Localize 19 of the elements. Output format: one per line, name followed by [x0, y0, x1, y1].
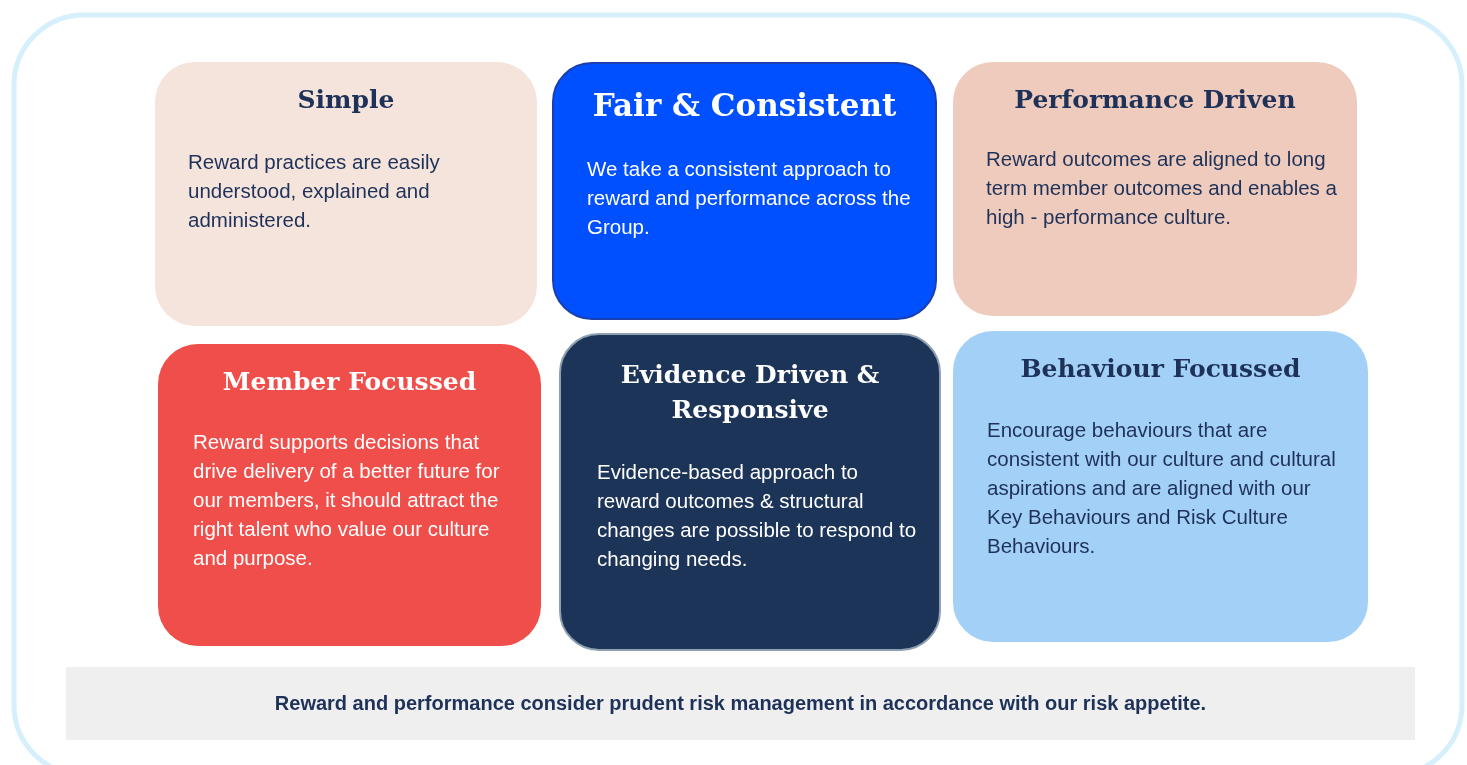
- card-title: Behaviour Focussed: [1019, 353, 1302, 385]
- card-title: Member Focussed: [221, 366, 478, 398]
- principle-card: [953, 62, 1357, 316]
- card-title: Simple: [296, 84, 396, 116]
- card-description: Encourage behaviours that are consistent with our culture and cultural aspirations and are aligned with our Key Behaviours and Risk Culture Behaviours.: [987, 417, 1337, 559]
- principle-card: [552, 62, 937, 320]
- principle-card: [155, 62, 537, 326]
- card-title: Evidence Driven & Responsive: [619, 359, 881, 426]
- principle-card: [158, 344, 541, 646]
- principle-card: [559, 333, 941, 651]
- card-description: Reward supports decisions that drive delivery of a better future for our members, it should attract the right talent who value our culture and purpose.: [193, 429, 501, 571]
- card-description: Evidence-based approach to reward outcomes & structural changes are possible to respond to changing needs.: [597, 459, 918, 572]
- card-title: Fair & Consistent: [591, 86, 898, 125]
- card-description: Reward outcomes are aligned to long term member outcomes and enables a high - performance culture.: [986, 146, 1337, 230]
- principle-card: [953, 331, 1368, 642]
- footer-note: Reward and performance consider prudent risk management in accordance with our risk appetite.: [274, 692, 1207, 715]
- card-description: Reward practices are easily understood, explained and administered.: [188, 149, 441, 233]
- card-title: Performance Driven: [1013, 84, 1297, 116]
- card-description: We take a consistent approach to reward and performance across the Group.: [587, 156, 912, 240]
